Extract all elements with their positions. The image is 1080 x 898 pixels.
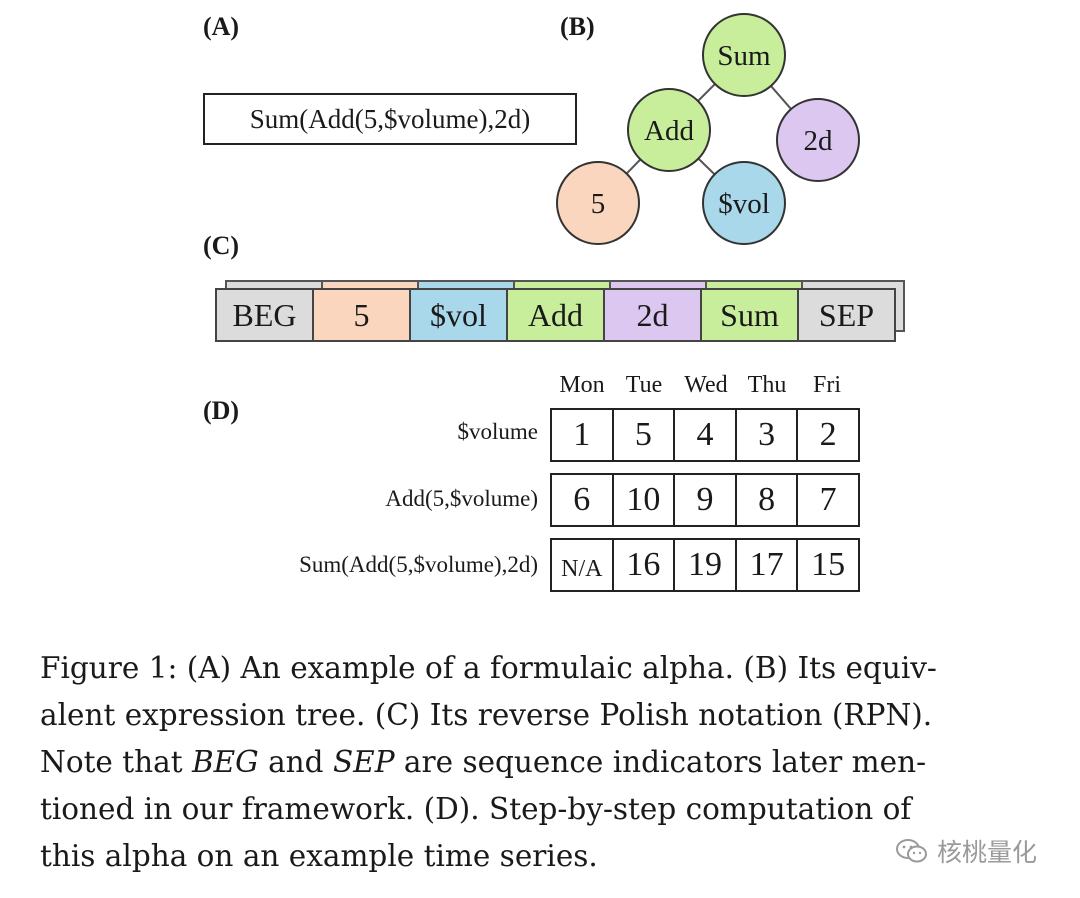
table-row-sum: N/A 16 19 17 15 xyxy=(550,538,860,592)
rpn-token-vol: $vol xyxy=(409,288,508,342)
table-cell: 9 xyxy=(673,475,735,525)
formula-text: Sum(Add(5,$volume),2d) xyxy=(249,103,531,134)
tree-node-sum xyxy=(702,13,786,97)
table-cell: 17 xyxy=(734,540,797,590)
row-label-add: Add(5,$volume) xyxy=(385,486,538,511)
rpn-token-5: 5 xyxy=(312,288,411,342)
day-header-wed: Wed xyxy=(684,372,728,398)
tree-node-add xyxy=(627,88,711,172)
caption-line: alent expression tree. (C) Its reverse P… xyxy=(40,698,933,732)
panel-label-b: (B) xyxy=(560,12,595,41)
tree-node-vol xyxy=(702,161,786,245)
tree-label-add: Add xyxy=(644,115,694,147)
table-cell: 10 xyxy=(611,475,674,525)
caption-text: are sequence indicators later men- xyxy=(394,745,927,779)
table-row-add: 6 10 9 8 7 xyxy=(550,473,860,527)
rpn-token-add: Add xyxy=(506,288,605,342)
caption-sep-term: SEP xyxy=(332,745,395,779)
tree-node-5 xyxy=(556,161,640,245)
wechat-icon xyxy=(896,839,927,863)
table-cell: 7 xyxy=(796,475,858,525)
caption-line: Figure 1: (A) An example of a formulaic … xyxy=(40,651,937,685)
row-label-sum: Sum(Add(5,$volume),2d) xyxy=(299,552,538,577)
day-header-thu: Thu xyxy=(747,372,787,398)
table-cell: 16 xyxy=(611,540,674,590)
rpn-token-sep: SEP xyxy=(797,288,896,342)
tree-label-vol: $vol xyxy=(718,188,770,220)
table-cell: 2 xyxy=(796,410,858,460)
panel-label-a: (A) xyxy=(203,12,240,41)
table-cell: 15 xyxy=(796,540,858,590)
caption-line: this alpha on an example time series. xyxy=(40,839,598,873)
formula-box: Sum(Add(5,$volume),2d) xyxy=(203,93,577,145)
tree-label-5: 5 xyxy=(591,188,606,220)
row-label-volume: $volume xyxy=(457,419,539,444)
caption-line: Note that BEG and SEP are sequence indic… xyxy=(40,739,1050,786)
table-cell: 4 xyxy=(673,410,735,460)
table-cell: 3 xyxy=(734,410,797,460)
caption-line: tioned in our framework. (D). Step-by-st… xyxy=(40,792,912,826)
table-cell: 19 xyxy=(673,540,735,590)
table-cell: 5 xyxy=(611,410,674,460)
day-header-tue: Tue xyxy=(625,372,663,398)
caption-text: and xyxy=(258,745,333,779)
tree-label-2d: 2d xyxy=(804,125,834,157)
watermark-text: 核桃量化 xyxy=(937,838,1038,867)
watermark: 核桃量化 xyxy=(895,833,1037,869)
caption-text: Note that xyxy=(40,745,192,779)
day-header-fri: Fri xyxy=(812,372,841,398)
rpn-token-beg: BEG xyxy=(215,288,314,342)
table-cell: 1 xyxy=(573,416,591,453)
figure-caption: Figure 1: (A) An example of a formulaic … xyxy=(40,645,1050,880)
expression-tree: Sum Add 2d 5 $vol xyxy=(556,13,860,245)
panel-label-c: (C) xyxy=(203,231,240,260)
tree-node-2d xyxy=(776,98,860,182)
day-header-mon: Mon xyxy=(559,372,605,398)
table-row-volume: 1 5 4 3 2 xyxy=(550,408,860,462)
table-cell: N/A xyxy=(561,555,603,582)
caption-beg-term: BEG xyxy=(191,745,259,779)
table-cell: 6 xyxy=(573,481,591,518)
rpn-token-2d: 2d xyxy=(603,288,702,342)
panel-label-d: (D) xyxy=(203,396,240,425)
tree-label-sum: Sum xyxy=(717,40,771,72)
rpn-token-sum: Sum xyxy=(700,288,799,342)
table-cell: 8 xyxy=(734,475,797,525)
